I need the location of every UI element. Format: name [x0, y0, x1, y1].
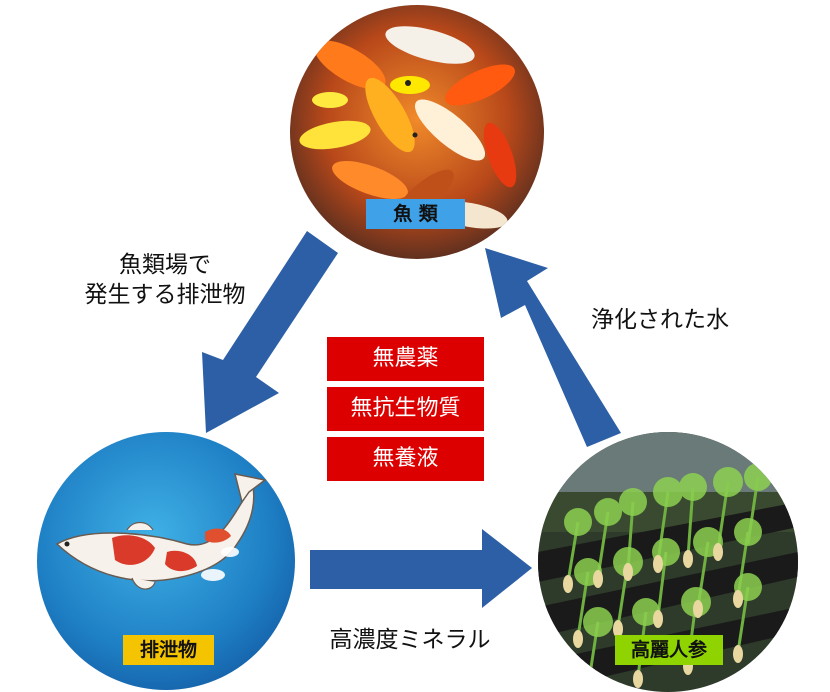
- koi-illustration: [37, 432, 295, 690]
- koi-pond-image: [290, 5, 544, 259]
- edge-label-waste-to-plant: 高濃度ミネラル: [329, 627, 491, 653]
- waste-label: 排泄物: [123, 635, 214, 665]
- badge-no-pesticide: 無農薬: [327, 337, 484, 381]
- arrow-waste-to-plant: [310, 529, 532, 608]
- edge-label-plant-to-fish: 浄化された水: [591, 307, 729, 333]
- fish-photo-circle: [290, 5, 544, 259]
- arrow-fish-to-waste: [202, 231, 338, 433]
- badge-no-nutrient-solution: 無養液: [327, 437, 484, 481]
- edge-label-fish-to-waste-line1: 魚類場で: [119, 252, 211, 278]
- badge-no-antibiotics: 無抗生物質: [327, 387, 484, 431]
- edge-label-fish-to-waste: 魚類場で 発生する排泄物: [40, 250, 290, 310]
- fish-label: 魚 類: [366, 199, 465, 229]
- ginseng-label: 高麗人参: [615, 635, 723, 665]
- waste-illustration-circle: [37, 432, 295, 690]
- arrow-plant-to-fish: [485, 248, 621, 447]
- edge-label-fish-to-waste-line2: 発生する排泄物: [84, 282, 246, 308]
